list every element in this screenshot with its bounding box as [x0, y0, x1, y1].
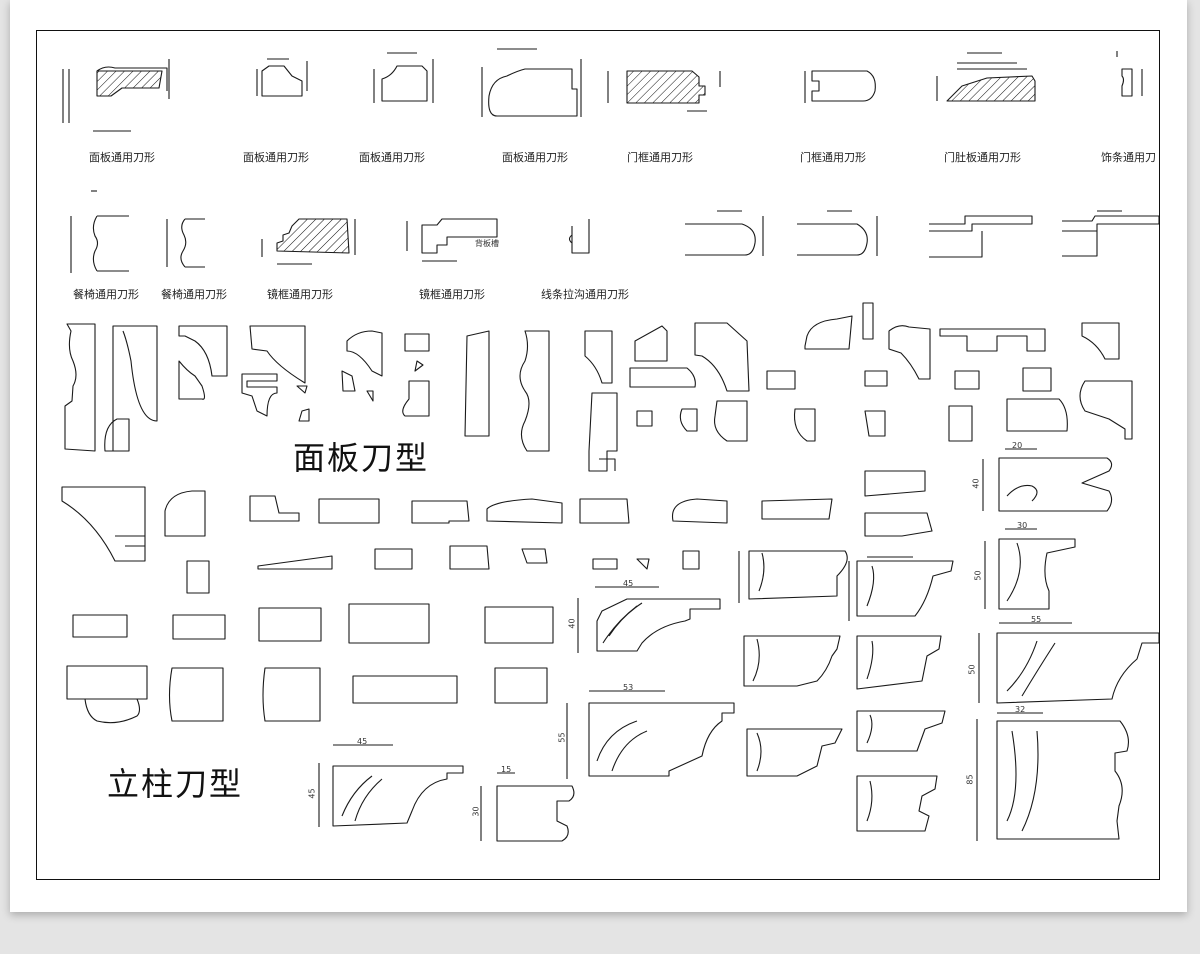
drawing-sheet: 面板通用刀形 面板通用刀形 面板通用刀形 面板通用刀形 门框通用刀形 门框通用刀…: [10, 0, 1187, 912]
caption-row1-5: 门框通用刀形: [627, 151, 693, 164]
profile-chair-2: [166, 218, 205, 268]
profile-mirror-2: [406, 218, 498, 262]
column-profile-set: [61, 486, 833, 724]
crown-profile-15: [978, 622, 1159, 704]
dim-label: 85: [965, 774, 975, 785]
profile-trim: [1116, 51, 1143, 97]
profile-doorframe-2: [804, 70, 876, 103]
profile-panel-1: [62, 59, 170, 132]
dim-label: 40: [971, 478, 981, 489]
dim-label: 55: [557, 732, 567, 743]
profile-row2-d: [1062, 210, 1159, 257]
dim-label: 30: [1017, 521, 1028, 530]
crown-profile-13: [982, 448, 1113, 512]
drawing-frame: 面板通用刀形 面板通用刀形 面板通用刀形 面板通用刀形 门框通用刀形 门框通用刀…: [36, 30, 1160, 880]
dim-label: 30: [471, 806, 481, 817]
caption-row2-4: 镜框通用刀形: [419, 288, 485, 301]
profile-chair-1: [70, 190, 129, 273]
crown-profile-1: [577, 586, 721, 653]
dim-label: 50: [973, 570, 983, 581]
dim-label: 45: [357, 737, 368, 746]
caption-row2-5: 线条拉沟通用刀形: [541, 288, 629, 301]
profile-doorpanel: [936, 52, 1036, 102]
caption-row1-7: 门肚板通用刀形: [944, 151, 1021, 164]
caption-row1-3: 面板通用刀形: [359, 151, 425, 164]
section-title-panel: 面板刀型: [293, 439, 430, 477]
caption-row2-2: 餐椅通用刀形: [161, 288, 227, 301]
crown-profile-12: [856, 775, 938, 832]
crown-profile-8: [864, 470, 933, 537]
profile-mirror-1: [261, 218, 356, 265]
dim-label: 50: [967, 664, 977, 675]
caption-row2-1: 餐椅通用刀形: [73, 288, 139, 301]
crown-profile-9: [848, 556, 954, 621]
dim-label: 55: [1031, 615, 1042, 624]
crown-profile-14: [984, 528, 1076, 610]
back-groove-label: 背板槽: [475, 239, 499, 248]
crown-profile-2: [566, 690, 735, 779]
profile-row2-c: [929, 215, 1033, 258]
crown-profile-16: [976, 712, 1129, 841]
profile-panel-4: [481, 48, 582, 117]
caption-row1-1: 面板通用刀形: [89, 151, 155, 164]
section-title-column: 立柱刀型: [107, 765, 244, 803]
crown-profile-6: [743, 635, 841, 687]
dim-label: 40: [567, 618, 577, 629]
caption-row1-4: 面板通用刀形: [502, 151, 568, 164]
panel-profile-set: [64, 302, 1133, 472]
profile-row2-b: [797, 210, 878, 256]
dim-label: 45: [623, 579, 634, 588]
profile-panel-3: [373, 52, 434, 103]
crown-profile-10: [856, 635, 942, 690]
profile-drawings: [61, 48, 1159, 842]
crown-profile-11: [856, 710, 946, 752]
dim-label: 45: [307, 788, 317, 799]
dim-label: 53: [623, 683, 634, 692]
caption-row1-6: 门框通用刀形: [800, 151, 866, 164]
caption-row1-8: 饰条通用刀: [1101, 151, 1156, 164]
crown-profile-4: [480, 772, 575, 842]
caption-row1-2: 面板通用刀形: [243, 151, 309, 164]
dim-label: 32: [1015, 705, 1026, 714]
crown-profile-5: [738, 550, 848, 603]
profile-line-groove: [568, 219, 590, 254]
profile-row2-a: [685, 210, 764, 256]
crown-profile-7: [746, 728, 843, 777]
profile-doorframe-1: [607, 70, 721, 112]
dim-label: 20: [1012, 441, 1023, 450]
dim-label: 15: [501, 765, 512, 774]
caption-row2-3: 镜框通用刀形: [267, 288, 333, 301]
crown-profile-3: [318, 744, 464, 827]
profile-panel-2: [256, 58, 308, 97]
